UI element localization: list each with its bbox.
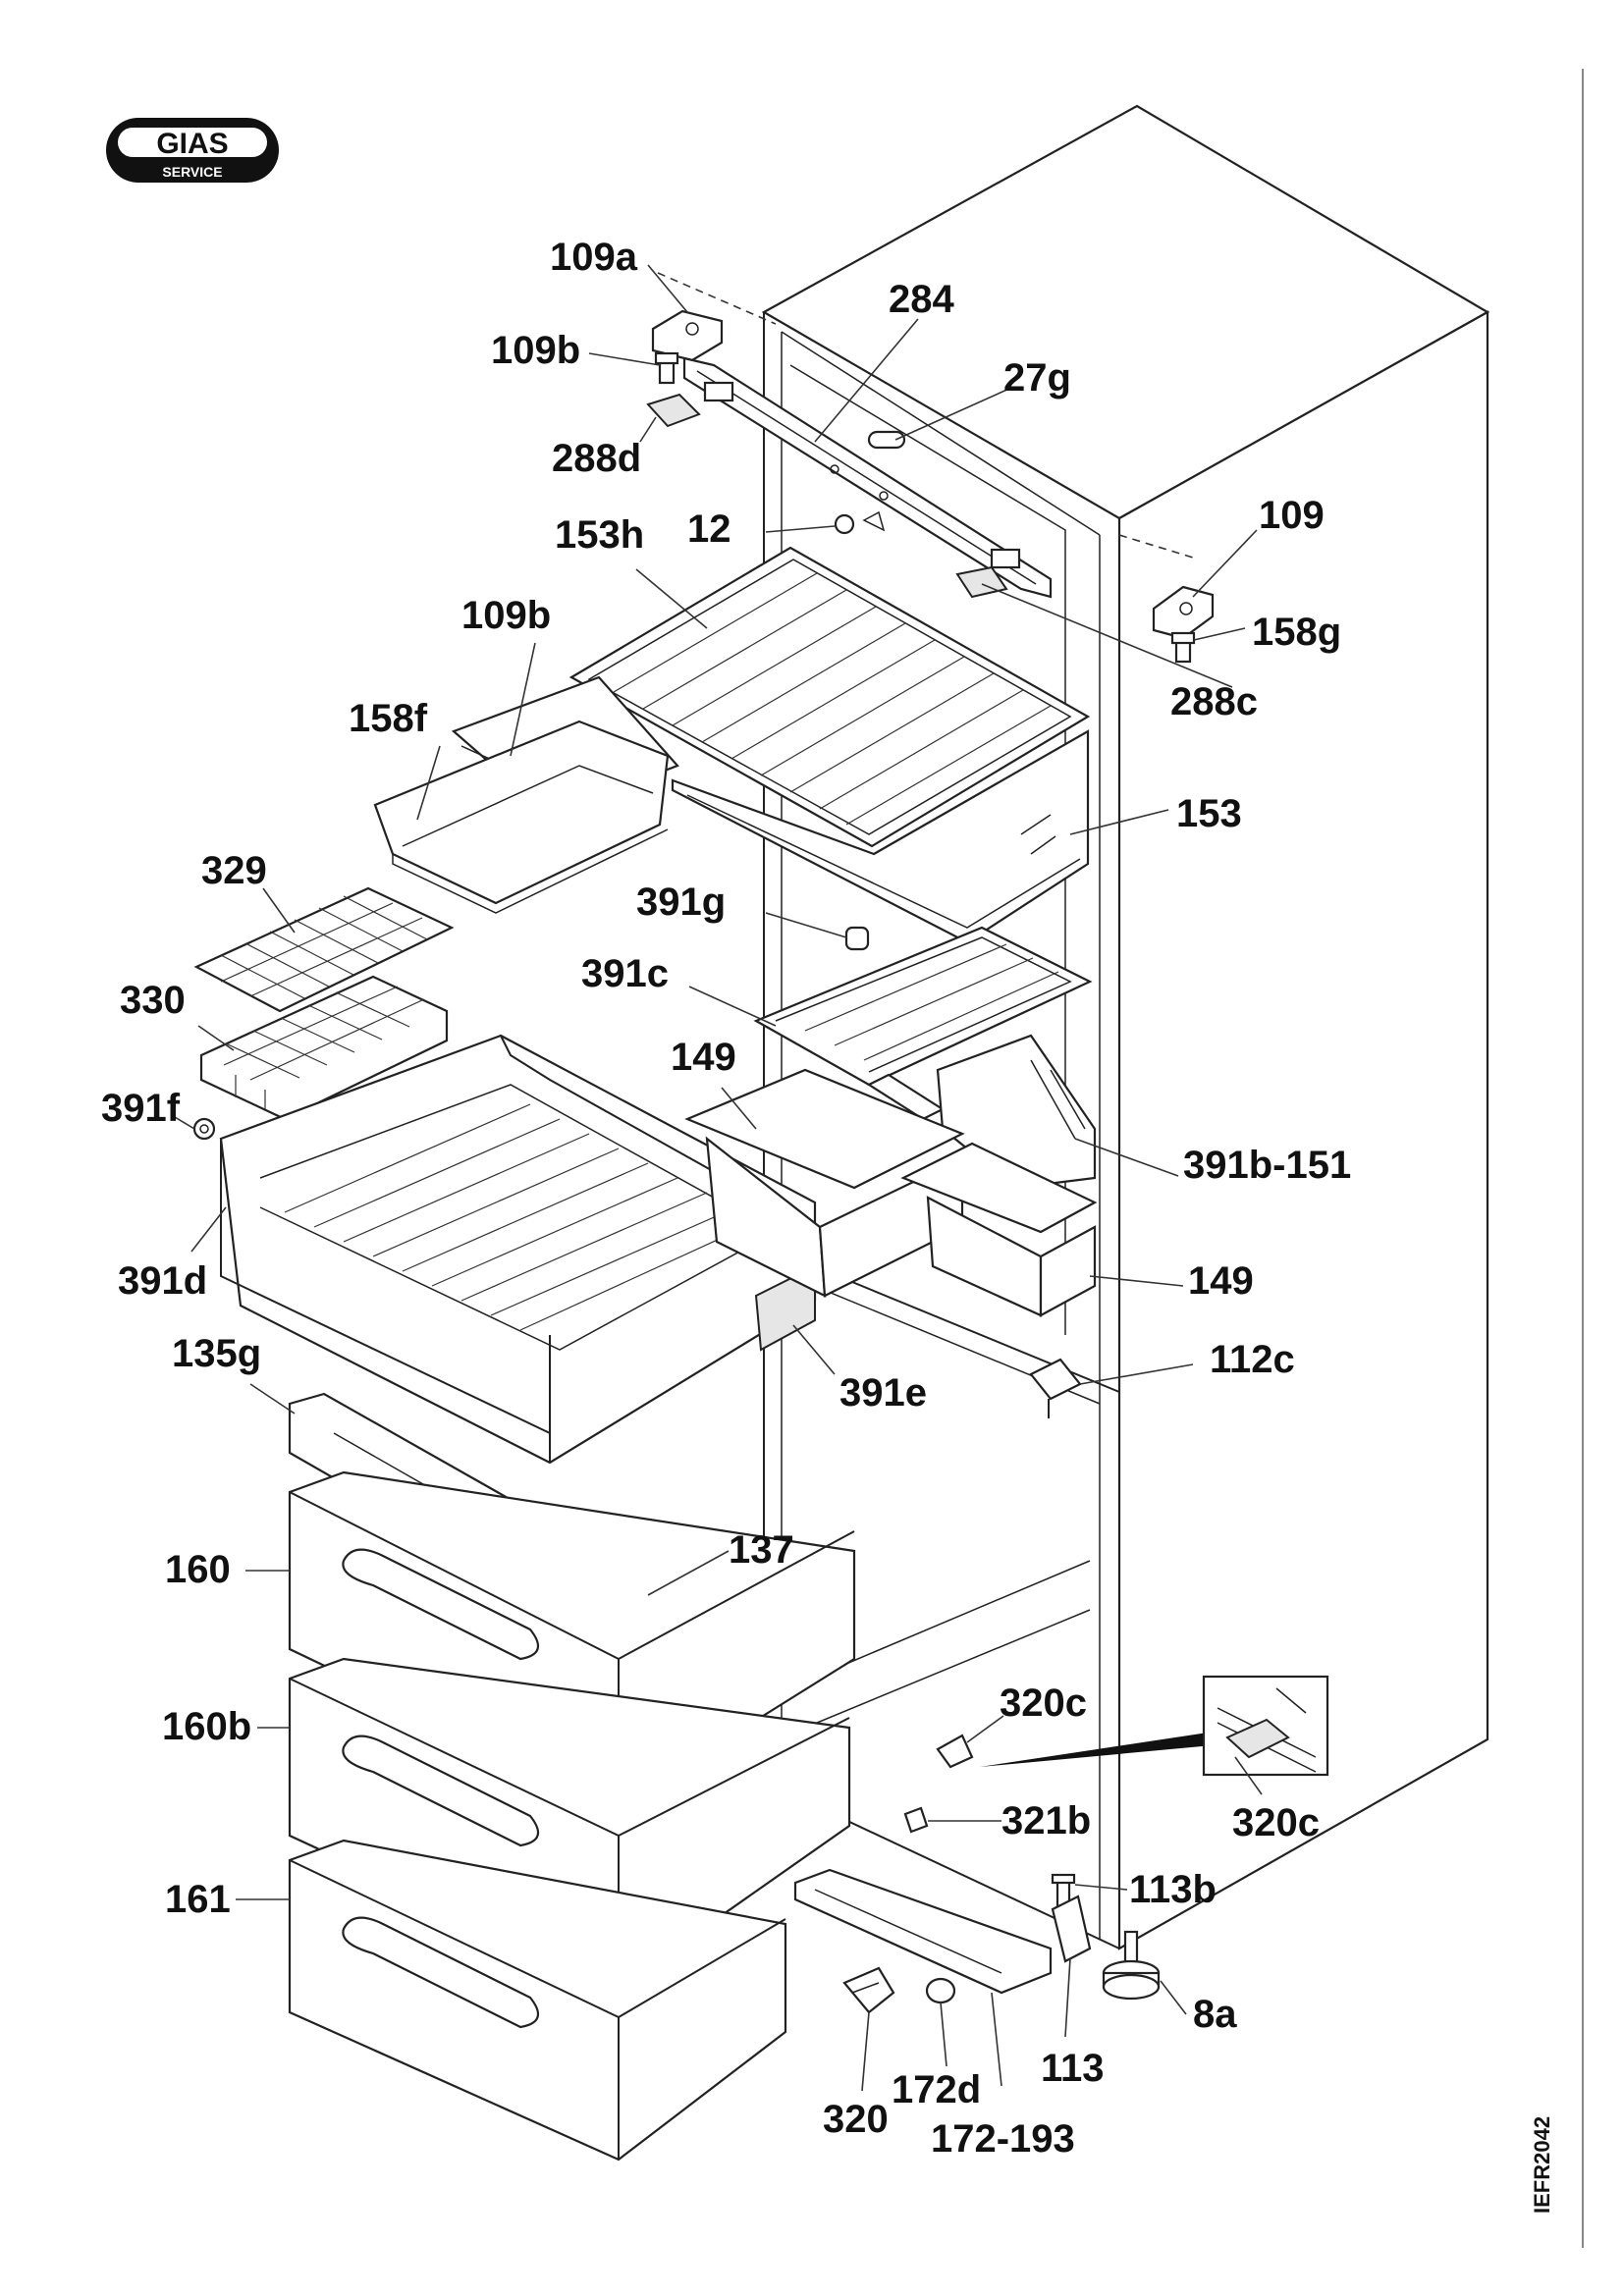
label-161: 161 [165,1878,231,1921]
foot-8a [1102,1930,1161,2001]
label-153h: 153h [555,513,644,557]
leader-lines [174,264,1263,2092]
ice-tray-330 [199,975,449,1121]
label-109: 109 [1259,494,1325,537]
logo-brand: GIAS [156,128,228,160]
label-160b: 160b [162,1705,251,1748]
glass-shelf-153 [671,729,1090,944]
label-109b-right: 158g [1252,611,1341,654]
label-137: 137 [729,1528,794,1572]
knob-12 [834,510,886,535]
label-330: 330 [120,979,186,1022]
shelf-391c [753,926,1093,1121]
gias-service-logo: GIAS SERVICE [106,118,279,183]
label-158g: 109b [461,594,551,637]
label-113: 113 [1041,2047,1105,2090]
label-320c-detail: 320c [1232,1801,1320,1844]
label-320: 320 [823,2098,889,2141]
logo-sub: SERVICE [162,164,222,180]
label-149-top: 149 [671,1036,736,1079]
bracket-320 [842,1966,895,2014]
label-172-193: 172-193 [931,2117,1075,2161]
screw-109b-top [654,351,679,385]
label-391b-151: 391b-151 [1183,1144,1351,1187]
label-329: 329 [201,849,267,892]
control-panel-284 [682,356,1053,599]
crisper-box-391d [219,1034,817,1465]
part-labels: 109a 284 109b 27g 288d 12 153h 109 109b … [101,236,1351,2161]
hinge-113 [1051,1895,1092,1963]
detail-pointer [980,1733,1213,1767]
label-113b: 113b [1129,1868,1217,1911]
clip-321b [903,1806,929,1834]
label-284: 284 [889,278,954,321]
label-160: 160 [165,1548,231,1591]
drawing-code: IEFR2042 [1530,2116,1554,2214]
label-321b: 321b [1001,1799,1091,1842]
label-172d: 172d [892,2068,981,2111]
drawer-149-right [900,1142,1098,1317]
label-149-right: 149 [1188,1259,1254,1303]
drawer-161 [288,1839,787,2162]
drawer-149-top [684,1068,965,1298]
detail-320c [1202,1675,1329,1777]
label-158f: 158f [349,697,428,740]
label-112c: 112c [1210,1338,1295,1381]
screw-109b-right [1170,631,1196,664]
label-391g: 391g [636,881,726,924]
label-288d: 288d [552,437,641,480]
drawer-160b [288,1657,851,1990]
label-391f: 391f [101,1087,181,1130]
hinge-109a [651,309,724,362]
cap-288d [646,393,701,428]
label-109b-top: 109b [491,329,580,372]
label-8a: 8a [1193,1993,1237,2036]
clip-320c [936,1734,974,1769]
screw-391f [192,1117,216,1141]
rail-172-193 [793,1868,1053,1995]
label-391e: 391e [839,1371,927,1415]
cap-172d [925,1977,956,2004]
hinge-109 [1152,585,1215,640]
label-27g: 27g [1003,356,1071,400]
ice-tray-cover-329 [193,886,455,1013]
label-135g: 135g [172,1332,261,1375]
label-109a: 109a [550,236,638,279]
label-12: 12 [687,507,731,551]
bolt-391g [844,926,870,951]
label-391d: 391d [118,1259,207,1303]
hinge-112c [1029,1358,1082,1418]
label-391c: 391c [581,952,669,995]
label-320c-top: 320c [1000,1682,1087,1725]
label-153: 153 [1176,792,1242,835]
drawer-158f [373,720,670,914]
label-288c: 288c [1170,680,1258,723]
